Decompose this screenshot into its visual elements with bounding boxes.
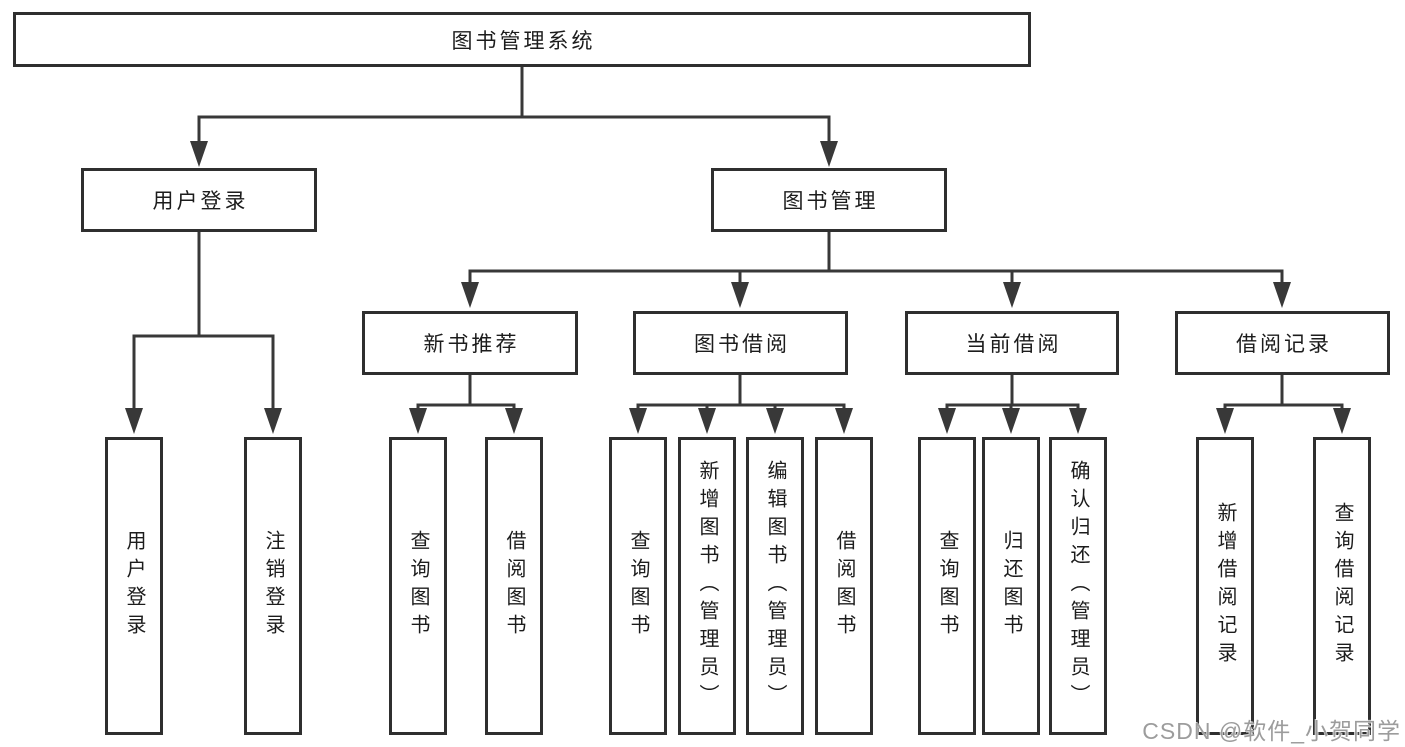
leaf-user-login: 用户登录 — [105, 437, 163, 735]
leaf-add-book-admin: 新增图书（管理员） — [678, 437, 736, 735]
csdn-watermark: CSDN @软件_小贺同学 — [1142, 718, 1401, 744]
leaf-label: 归还图书 — [1000, 530, 1022, 642]
leaf-label: 新增借阅记录 — [1214, 502, 1236, 670]
node-label: 图书管理系统 — [451, 29, 596, 53]
leaf-label: 用户登录 — [123, 530, 145, 642]
node-label: 图书借阅 — [694, 333, 790, 356]
leaf-borrow-books: 借阅图书 — [815, 437, 873, 735]
leaf-label: 编辑图书（管理员） — [764, 460, 786, 712]
leaf-confirm-return-admin: 确认归还（管理员） — [1049, 437, 1107, 735]
node-label: 用户登录 — [152, 190, 249, 213]
node-book-borrow: 图书借阅 — [633, 311, 848, 375]
node-borrow-records: 借阅记录 — [1175, 311, 1390, 375]
leaf-query-books-borrow: 查询图书 — [609, 437, 667, 735]
node-current-borrow: 当前借阅 — [905, 311, 1119, 375]
leaf-return-book: 归还图书 — [982, 437, 1040, 735]
node-book-management: 图书管理 — [711, 168, 947, 232]
leaf-label: 注销登录 — [262, 530, 284, 642]
leaf-label: 查询图书 — [407, 530, 429, 642]
node-label: 新书推荐 — [423, 333, 520, 356]
leaf-label: 借阅图书 — [833, 530, 855, 642]
leaf-query-books-recommend: 查询图书 — [389, 437, 447, 735]
leaf-query-books-current: 查询图书 — [918, 437, 976, 735]
node-new-book-recommend: 新书推荐 — [362, 311, 578, 375]
node-label: 当前借阅 — [965, 333, 1062, 356]
leaf-logout: 注销登录 — [244, 437, 302, 735]
leaf-query-borrow-record: 查询借阅记录 — [1313, 437, 1371, 735]
node-label: 借阅记录 — [1236, 333, 1332, 356]
node-user-login: 用户登录 — [81, 168, 317, 232]
leaf-borrow-books-recommend: 借阅图书 — [485, 437, 543, 735]
leaf-label: 查询图书 — [627, 530, 649, 642]
leaf-edit-book-admin: 编辑图书（管理员） — [746, 437, 804, 735]
leaf-add-borrow-record: 新增借阅记录 — [1196, 437, 1254, 735]
leaf-label: 新增图书（管理员） — [696, 460, 718, 712]
leaf-label: 借阅图书 — [503, 530, 525, 642]
node-library-management-system: 图书管理系统 — [13, 12, 1031, 67]
node-label: 图书管理 — [782, 190, 879, 213]
leaf-label: 确认归还（管理员） — [1067, 460, 1089, 712]
leaf-label: 查询图书 — [936, 530, 958, 642]
leaf-label: 查询借阅记录 — [1331, 502, 1353, 670]
